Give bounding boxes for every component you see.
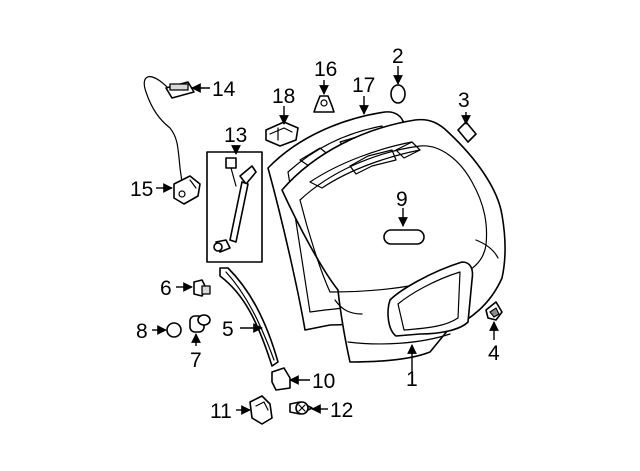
- callout-2: 2: [392, 45, 404, 68]
- bumper-clip: [485, 301, 503, 321]
- retainer: [271, 367, 291, 391]
- callout-1: 1: [406, 368, 418, 391]
- grommet: [249, 395, 273, 425]
- callout-labels: 1 2 3 4 5 6 7 8 9 10 11 12 13 14 15 16 1…: [130, 45, 500, 423]
- callout-8: 8: [136, 320, 148, 343]
- callout-16: 16: [314, 58, 337, 81]
- callout-4: 4: [488, 342, 500, 365]
- callout-10: 10: [312, 370, 335, 393]
- callout-5: 5: [222, 318, 234, 341]
- latch-actuator: [173, 175, 201, 205]
- weatherstrip: [219, 267, 279, 367]
- round-plug: [390, 84, 406, 104]
- callout-14: 14: [212, 78, 236, 101]
- callout-15: 15: [130, 178, 153, 201]
- callout-18: 18: [272, 85, 295, 108]
- mounting-bracket: [265, 121, 299, 147]
- hinge-clip: [313, 95, 335, 113]
- callout-3: 3: [458, 89, 470, 112]
- callout-17: 17: [352, 74, 375, 97]
- leader-lines: [152, 66, 499, 415]
- support-strut-assembly: [206, 151, 263, 263]
- bumper-stop: [193, 279, 211, 297]
- small-pad: [457, 121, 477, 143]
- callout-7: 7: [190, 349, 202, 372]
- hole-plug: [166, 322, 182, 338]
- release-switch-cable: [143, 76, 195, 183]
- screw: [289, 401, 313, 415]
- callout-13: 13: [224, 124, 247, 147]
- bumper: [189, 314, 211, 333]
- callout-12: 12: [330, 399, 353, 422]
- callout-9: 9: [396, 188, 408, 211]
- callout-11: 11: [210, 400, 232, 423]
- callout-6: 6: [160, 277, 172, 300]
- rear-emblem: [383, 229, 425, 245]
